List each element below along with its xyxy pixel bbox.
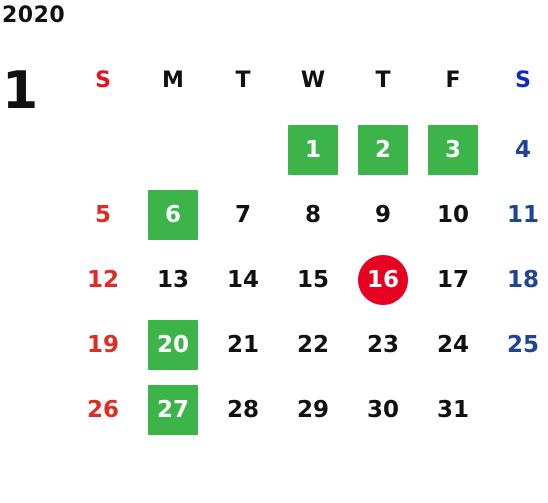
month-label: 1 [2, 61, 39, 121]
day-number: 2 [358, 125, 408, 175]
day-cell[interactable]: 25 [488, 315, 548, 380]
weekday-mon: M [162, 68, 184, 93]
day-cell-holiday[interactable]: 1 [278, 120, 348, 185]
day-cell[interactable]: 23 [348, 315, 418, 380]
day-number: 19 [86, 332, 119, 358]
day-cell[interactable]: 7 [208, 185, 278, 250]
day-number: 11 [506, 202, 539, 228]
day-number: 20 [148, 320, 198, 370]
day-number: 8 [304, 202, 321, 228]
day-number: 27 [148, 385, 198, 435]
day-cell-holiday[interactable]: 3 [418, 120, 488, 185]
day-number: 15 [296, 267, 329, 293]
day-number: 28 [226, 397, 259, 423]
day-cell[interactable]: 24 [418, 315, 488, 380]
day-number: 10 [436, 202, 469, 228]
day-cell-holiday[interactable]: 6 [138, 185, 208, 250]
day-number: 17 [436, 267, 469, 293]
day-cell[interactable]: 30 [348, 380, 418, 445]
day-number: 29 [296, 397, 329, 423]
day-cell[interactable]: 13 [138, 250, 208, 315]
day-cell[interactable]: 21 [208, 315, 278, 380]
day-number: 12 [86, 267, 119, 293]
day-number: 7 [234, 202, 251, 228]
day-cell[interactable]: 19 [68, 315, 138, 380]
year-label: 2020 [2, 3, 66, 28]
day-cell[interactable]: 28 [208, 380, 278, 445]
day-number: 18 [506, 267, 539, 293]
day-cell[interactable]: 5 [68, 185, 138, 250]
weekday-tue: T [235, 68, 251, 93]
day-number: 9 [374, 202, 391, 228]
day-cell[interactable]: 22 [278, 315, 348, 380]
day-cell[interactable]: 26 [68, 380, 138, 445]
day-number: 5 [94, 202, 111, 228]
weekday-sat: S [515, 68, 531, 93]
weekday-wed: W [300, 68, 326, 93]
day-number: 16 [358, 255, 408, 305]
day-number: 30 [366, 397, 399, 423]
day-cell[interactable]: 8 [278, 185, 348, 250]
day-number: 25 [506, 332, 539, 358]
day-cell[interactable]: 15 [278, 250, 348, 315]
day-number: 6 [148, 190, 198, 240]
day-cell[interactable]: 29 [278, 380, 348, 445]
day-cell[interactable]: 18 [488, 250, 548, 315]
day-cell[interactable]: 31 [418, 380, 488, 445]
day-cell-holiday[interactable]: 20 [138, 315, 208, 380]
day-cell[interactable]: 4 [488, 120, 548, 185]
day-cell[interactable]: 14 [208, 250, 278, 315]
day-number: 14 [226, 267, 259, 293]
day-number: 23 [366, 332, 399, 358]
day-cell[interactable]: 11 [488, 185, 548, 250]
day-cell[interactable]: 17 [418, 250, 488, 315]
day-number: 21 [226, 332, 259, 358]
day-number: 3 [428, 125, 478, 175]
day-number: 13 [156, 267, 189, 293]
day-number: 4 [514, 137, 531, 163]
weekday-fri: F [445, 68, 461, 93]
day-number: 26 [86, 397, 119, 423]
day-cell-holiday[interactable]: 27 [138, 380, 208, 445]
day-number: 24 [436, 332, 469, 358]
weekday-thu: T [375, 68, 391, 93]
day-cell[interactable]: 12 [68, 250, 138, 315]
day-number: 1 [288, 125, 338, 175]
day-cell-today[interactable]: 16 [348, 250, 418, 315]
day-cell-holiday[interactable]: 2 [348, 120, 418, 185]
day-number: 22 [296, 332, 329, 358]
day-number: 31 [436, 397, 469, 423]
weekday-sun: S [95, 68, 111, 93]
day-cell[interactable]: 9 [348, 185, 418, 250]
day-cell[interactable]: 10 [418, 185, 488, 250]
